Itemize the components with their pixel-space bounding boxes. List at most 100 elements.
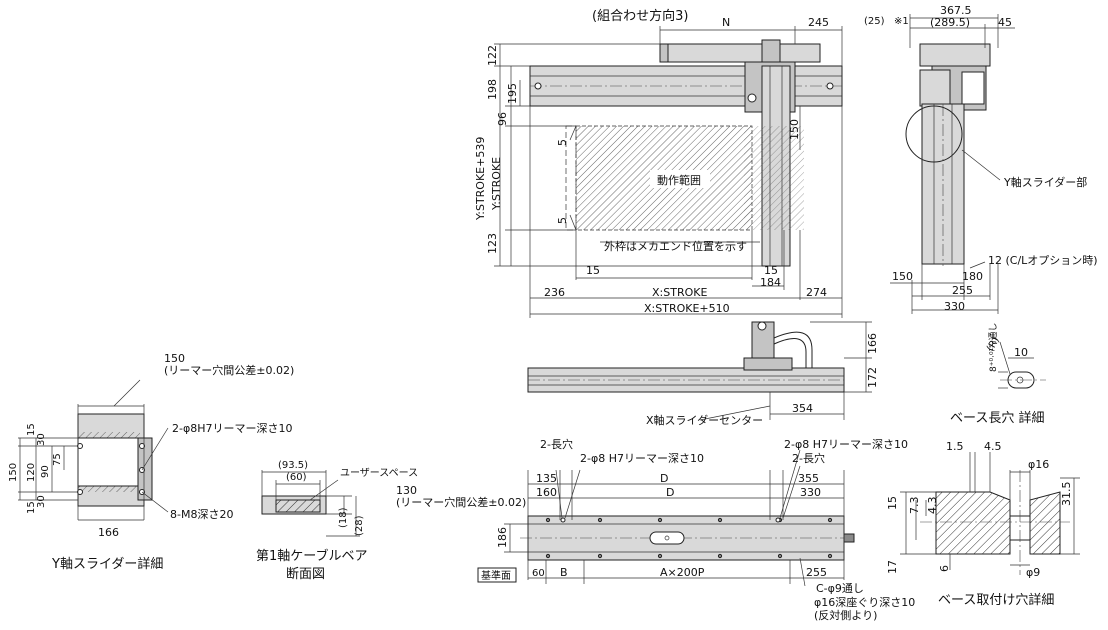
labels: (組合わせ方向3) N 245 122 198 195 96 Y:STROKE+… xyxy=(8,4,1098,622)
side-note-1: ※1 xyxy=(894,16,909,27)
base-reamer-tolerance: (リーマー穴間公差±0.02) xyxy=(396,495,526,509)
base-slot-left-note: 2-長穴 xyxy=(540,437,573,451)
ys-dim-166: 166 xyxy=(98,526,119,539)
bh-dim-1-5: 1.5 xyxy=(946,440,964,453)
cb-dim-60: (60) xyxy=(286,472,307,483)
base-hole-note-1: C-φ9通し xyxy=(816,582,864,595)
dim-123: 123 xyxy=(486,233,499,254)
side-dim-289-5: (289.5) xyxy=(930,16,970,29)
side-dim-330: 330 xyxy=(944,300,965,313)
dim-15-right: 15 xyxy=(764,264,778,277)
slot-detail-title: ベース長穴 詳細 xyxy=(950,410,1044,426)
side-dim-367-5: 367.5 xyxy=(940,4,972,17)
ys-dim-150: 150 xyxy=(164,352,185,365)
dim-198: 198 xyxy=(486,79,499,100)
bh-dim-6: 6 xyxy=(938,565,951,572)
base-hole-note-3: (反対側より) xyxy=(814,608,877,622)
ys-dim-30-top: 30 xyxy=(36,433,47,446)
dim-274: 274 xyxy=(806,286,827,299)
dim-354: 354 xyxy=(792,402,813,415)
base-dim-60: 60 xyxy=(532,568,545,579)
cb-dim-18: (18) xyxy=(338,507,349,528)
ys-dim-15-top: 15 xyxy=(26,423,37,436)
cb-title-line1: 第1軸ケーブルベア xyxy=(256,548,368,564)
bh-dim-17: 17 xyxy=(886,560,899,574)
side-dim-45: 45 xyxy=(998,16,1012,29)
frame-note: 外枠はメカエンド位置を示す xyxy=(604,239,747,253)
ys-dim-75: 75 xyxy=(52,453,63,466)
base-slot-right-note: 2-長穴 xyxy=(792,451,825,465)
dim-195: 195 xyxy=(506,83,519,104)
base-pin-left-note: 2-φ8 H7リーマー深さ10 xyxy=(580,452,704,465)
side-view xyxy=(890,14,1015,314)
bh-dim-15: 15 xyxy=(886,496,899,510)
base-dim-160: 160 xyxy=(536,486,557,499)
side-dim-255: 255 xyxy=(952,284,973,297)
x-slider-center-label: X軸スライダーセンター xyxy=(646,413,763,427)
top-view xyxy=(494,26,843,318)
dim-172: 172 xyxy=(866,367,879,388)
ys-detail-title: Y軸スライダー詳細 xyxy=(51,556,163,572)
side-dim-180: 180 xyxy=(962,270,983,283)
bh-dim-7-3: 7.3 xyxy=(908,497,921,515)
base-pin-right-note: 2-φ8 H7リーマー深さ10 xyxy=(784,438,908,451)
base-dim-255: 255 xyxy=(806,566,827,579)
base-reference-face: 基準面 xyxy=(481,569,511,582)
base-dim-B: B xyxy=(560,566,568,579)
side-dim-150: 150 xyxy=(892,270,913,283)
slot-10: 10 xyxy=(1014,346,1028,359)
base-dim-330: 330 xyxy=(800,486,821,499)
dim-184: 184 xyxy=(760,276,781,289)
dim-166-vertical: 166 xyxy=(866,333,879,354)
bh-dim-phi16: φ16 xyxy=(1028,458,1049,471)
bh-dim-31-5: 31.5 xyxy=(1060,482,1073,507)
dim-150-vertical: 150 xyxy=(788,119,801,140)
dim-236: 236 xyxy=(544,286,565,299)
base-hole-detail xyxy=(900,452,1080,575)
ys-dim-120: 120 xyxy=(26,463,37,482)
ys-dim-15-bottom: 15 xyxy=(26,501,37,514)
direction-title: (組合わせ方向3) xyxy=(592,8,688,24)
cb-dim-28: (28) xyxy=(354,515,365,536)
base-dim-D-upper: D xyxy=(660,472,668,485)
dim-N: N xyxy=(722,16,730,29)
dim-96: 96 xyxy=(496,112,509,126)
cb-dim-93-5: (93.5) xyxy=(278,460,308,471)
motion-range-label: 動作範囲 xyxy=(657,173,701,187)
y-slider-detail xyxy=(18,379,169,521)
dim-15-left: 15 xyxy=(586,264,600,277)
cb-user-space: ユーザースペース xyxy=(340,467,418,479)
base-slot-detail xyxy=(998,341,1046,389)
ys-tap-note: 8-M8深さ20 xyxy=(170,508,233,521)
base-dim-D-lower: D xyxy=(666,486,674,499)
ys-reamer-tolerance: (リーマー穴間公差±0.02) xyxy=(164,363,294,377)
base-dim-130: 130 xyxy=(396,484,417,497)
dim-y-stroke-539: Y:STROKE+539 xyxy=(474,137,487,221)
dim-245: 245 xyxy=(808,16,829,29)
ys-dim-30-bottom: 30 xyxy=(36,495,47,508)
dim-x-stroke: X:STROKE xyxy=(652,286,707,299)
base-dim-A200P: A×200P xyxy=(660,566,705,579)
bh-dim-4-3: 4.3 xyxy=(926,497,939,515)
dim-5-bottom: 5 xyxy=(556,217,569,224)
dim-y-stroke: Y:STROKE xyxy=(490,157,503,211)
bh-detail-title: ベース取付け穴詳細 xyxy=(938,592,1054,608)
cb-title-line2: 断面図 xyxy=(286,567,325,582)
dim-5-top: 5 xyxy=(556,139,569,146)
y-slider-part-label: Y軸スライダー部 xyxy=(1003,175,1087,189)
base-dim-135: 135 xyxy=(536,472,557,485)
ys-dim-150-vertical: 150 xyxy=(8,463,19,482)
cable-bear-section xyxy=(261,470,360,537)
front-view xyxy=(527,321,872,421)
dim-122: 122 xyxy=(486,45,499,66)
ys-dim-90: 90 xyxy=(40,465,51,478)
base-dim-186: 186 xyxy=(496,527,509,548)
base-view xyxy=(477,449,855,587)
bh-dim-4-5: 4.5 xyxy=(984,440,1002,453)
dim-x-stroke-510: X:STROKE+510 xyxy=(644,302,730,315)
side-dim-25: (25) xyxy=(864,16,885,27)
base-hole-note-2: φ16深座ぐり深さ10 xyxy=(814,595,915,609)
cl-option-note: 12 (C/Lオプション時) xyxy=(988,254,1098,267)
